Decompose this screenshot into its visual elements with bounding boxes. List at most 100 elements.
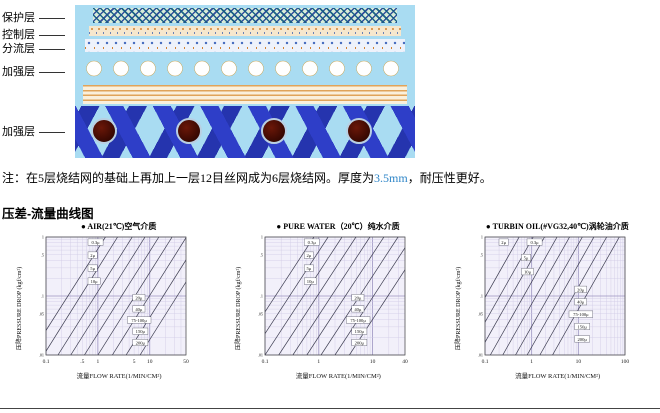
chart-air: ● AIR(21℃)空气介质 压降PRESSURE DROP (kgf/cm²)… — [6, 221, 217, 380]
svg-text:40μ: 40μ — [355, 307, 363, 312]
svg-text:20μ: 20μ — [355, 296, 363, 301]
wire-cross-section — [261, 118, 287, 144]
svg-text:2μ: 2μ — [90, 253, 95, 258]
svg-text:75-100μ: 75-100μ — [131, 318, 147, 323]
svg-text:.01: .01 — [258, 353, 263, 358]
svg-text:.01: .01 — [39, 353, 44, 358]
svg-text:10: 10 — [575, 359, 581, 365]
layer-label-text: 分流层 — [2, 43, 35, 55]
pointer-line — [39, 131, 65, 133]
y-axis-label: 压降PRESSURE DROP (kgf/cm²) — [236, 266, 243, 350]
wire-cross-section — [346, 118, 372, 144]
svg-text:2μ: 2μ — [307, 253, 312, 258]
svg-text:75-100μ: 75-100μ — [351, 318, 367, 323]
svg-text:1: 1 — [261, 235, 263, 240]
layer-label-text: 加强层 — [2, 126, 35, 138]
svg-text:.05: .05 — [258, 311, 263, 316]
charts-row: ● AIR(21℃)空气介质 压降PRESSURE DROP (kgf/cm²)… — [6, 221, 656, 380]
svg-text:10: 10 — [370, 359, 376, 365]
svg-text:1: 1 — [481, 235, 483, 240]
svg-text:0.1: 0.1 — [481, 359, 488, 365]
svg-text:1: 1 — [96, 359, 99, 365]
note-suffix: ，耐压性更好。 — [407, 171, 492, 185]
x-axis-label: 流量FLOW RATE(1/MIN/CM²) — [76, 373, 162, 380]
svg-text:0.1: 0.1 — [43, 359, 50, 365]
svg-text:.1: .1 — [260, 294, 263, 299]
svg-text:200μ: 200μ — [136, 340, 146, 345]
pointer-line — [39, 34, 65, 36]
svg-text:1: 1 — [530, 359, 533, 365]
svg-text:.05: .05 — [39, 311, 44, 316]
chart-oil: ● TURBIN OIL(#VG32,40℃)涡轮油介质 压降PRESSURE … — [445, 221, 656, 380]
svg-text:10μ: 10μ — [91, 279, 99, 284]
bottom-divider — [0, 408, 660, 409]
chart-title: ● PURE WATER（20℃）纯水介质 — [276, 222, 400, 231]
svg-text:40μ: 40μ — [135, 307, 143, 312]
note-prefix: 注：在5层烧结网的基础上再加上一层12目丝网成为6层烧结网。厚度为 — [2, 171, 375, 185]
svg-text:.5: .5 — [260, 252, 263, 257]
plot-wrap: 压降PRESSURE DROP (kgf/cm²) 0.3μ 2μ 5μ 10μ 20μ… — [17, 232, 198, 381]
plot-wrap: 压降PRESSURE DROP (kgf/cm²) 2μ 0.3μ 5μ 10μ 20μ… — [456, 232, 637, 381]
diagram-panel — [75, 5, 415, 158]
chart-water: ● PURE WATER（20℃）纯水介质 压降PRESSURE DROP (k… — [225, 221, 436, 380]
svg-text:50: 50 — [183, 359, 189, 365]
svg-text:40μ: 40μ — [577, 300, 585, 305]
svg-text:100: 100 — [621, 359, 630, 365]
svg-text:5μ: 5μ — [307, 266, 312, 271]
svg-text:.5: .5 — [480, 252, 483, 257]
svg-text:0.3μ: 0.3μ — [91, 240, 100, 245]
wire-cross-section — [176, 118, 202, 144]
corrugated-band — [83, 85, 407, 104]
pointer-line — [39, 17, 65, 19]
layer-label-text: 控制层 — [2, 29, 35, 41]
svg-text:200μ: 200μ — [355, 340, 365, 345]
svg-text:5: 5 — [133, 359, 136, 365]
svg-text:0.1: 0.1 — [262, 359, 269, 365]
svg-text:150μ: 150μ — [577, 324, 587, 329]
layer-label-control: 控制层 — [2, 28, 65, 42]
distribution-layer-band — [85, 39, 405, 52]
section-title: 压差-流量曲线图 — [2, 207, 94, 221]
svg-text:20μ: 20μ — [577, 287, 585, 292]
svg-text:20μ: 20μ — [135, 296, 143, 301]
svg-text:.05: .05 — [477, 311, 482, 316]
support-wire-circles-band — [81, 55, 409, 82]
layer-label-text: 加强层 — [2, 66, 35, 78]
svg-text:.1: .1 — [41, 294, 44, 299]
reinforcement-weave-band — [75, 106, 415, 158]
svg-text:5μ: 5μ — [90, 266, 95, 271]
air-chart-plot: 0.3μ 2μ 5μ 10μ 20μ 40μ 75-100μ 150μ 200μ 0.1 .5 1 5 1… — [39, 235, 189, 366]
svg-text:10: 10 — [147, 359, 153, 365]
y-axis-label: 压降PRESSURE DROP (kgf/cm²) — [17, 266, 23, 350]
x-axis-label: 流量FLOW RATE(1/MIN/CM²) — [295, 373, 381, 380]
svg-text:.1: .1 — [480, 294, 483, 299]
layer-label-protective: 保护层 — [2, 11, 65, 25]
svg-text:10μ: 10μ — [524, 270, 532, 275]
control-layer-band — [89, 26, 401, 36]
svg-text:1: 1 — [318, 359, 321, 365]
pointer-line — [39, 48, 65, 50]
svg-text:0.3μ: 0.3μ — [530, 240, 539, 245]
protective-mesh-band — [93, 8, 397, 23]
svg-text:2μ: 2μ — [501, 240, 506, 245]
layer-label-distribution: 分流层 — [2, 42, 65, 56]
layer-label-text: 保护层 — [2, 12, 35, 24]
y-axis-label: 压降PRESSURE DROP (kgf/cm²) — [455, 266, 462, 350]
chart-title: ● AIR(21℃)空气介质 — [80, 222, 157, 231]
wire-cross-section — [91, 118, 117, 144]
filter-layer-diagram: 保护层 控制层 分流层 加强层 加强层 — [0, 4, 420, 164]
svg-text:200μ: 200μ — [577, 337, 587, 342]
svg-text:.01: .01 — [477, 353, 482, 358]
svg-text:75-100μ: 75-100μ — [573, 312, 589, 317]
svg-text:5μ: 5μ — [523, 255, 528, 260]
svg-text:150μ: 150μ — [355, 329, 365, 334]
layer-label-support-upper: 加强层 — [2, 65, 65, 79]
note-text: 注：在5层烧结网的基础上再加上一层12目丝网成为6层烧结网。厚度为3.5mm，耐… — [2, 169, 492, 186]
layer-label-support-lower: 加强层 — [2, 125, 65, 139]
x-axis-label: 流量FLOW RATE(1/MIN/CM²) — [515, 373, 601, 380]
svg-text:10μ: 10μ — [307, 279, 315, 284]
svg-text:150μ: 150μ — [136, 329, 146, 334]
svg-text:.5: .5 — [41, 252, 44, 257]
